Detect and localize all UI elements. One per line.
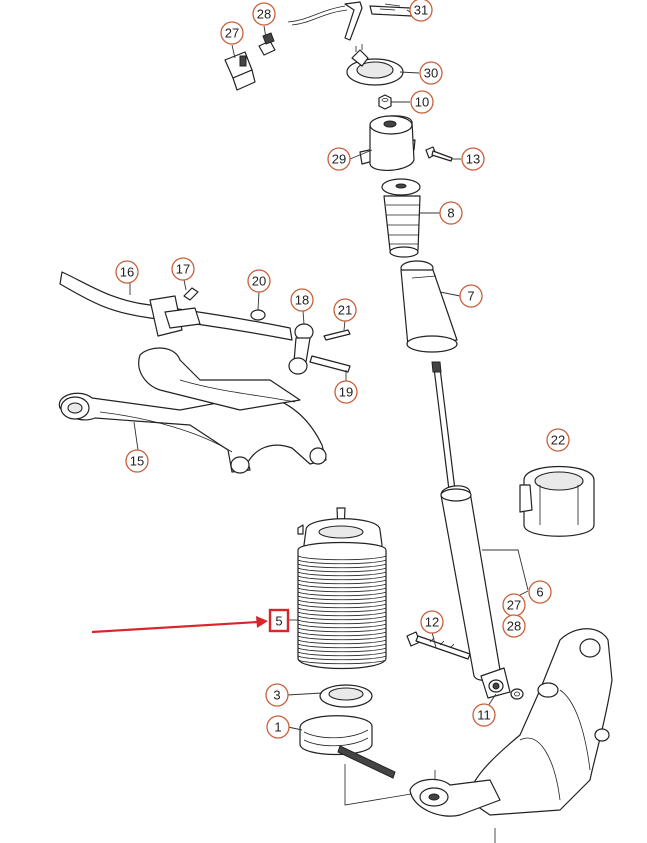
highlight-box bbox=[268, 608, 290, 633]
connector-part bbox=[224, 32, 276, 91]
callout-22: 22 bbox=[546, 428, 570, 452]
highlight-label: 5 bbox=[275, 614, 282, 629]
callout-15: 15 bbox=[125, 449, 149, 473]
callout-1: 1 bbox=[266, 715, 290, 739]
bushing-part bbox=[519, 466, 595, 537]
svg-text:22: 22 bbox=[551, 433, 565, 448]
wheel-carrier-part bbox=[409, 628, 613, 843]
svg-text:27: 27 bbox=[225, 26, 239, 41]
svg-text:29: 29 bbox=[332, 152, 346, 167]
svg-text:7: 7 bbox=[467, 289, 474, 304]
air-spring-part bbox=[297, 507, 387, 670]
svg-text:31: 31 bbox=[414, 3, 428, 18]
svg-text:13: 13 bbox=[466, 152, 480, 167]
svg-text:20: 20 bbox=[252, 274, 266, 289]
svg-text:21: 21 bbox=[338, 303, 352, 318]
svg-text:17: 17 bbox=[176, 262, 190, 277]
callout-3: 3 bbox=[265, 683, 289, 707]
svg-text:8: 8 bbox=[447, 206, 454, 221]
highlight-arrow-head bbox=[256, 616, 268, 628]
nut-part bbox=[378, 94, 392, 110]
callout-17: 17 bbox=[171, 257, 195, 281]
top-mount-cover-part bbox=[346, 44, 404, 86]
callout-31: 31 bbox=[409, 0, 433, 22]
callout-10: 10 bbox=[410, 90, 434, 114]
highlight-annotation: 5 bbox=[91, 608, 290, 634]
callout-28-lower: 28 bbox=[502, 614, 526, 638]
callout-13: 13 bbox=[461, 147, 485, 171]
callout-18: 18 bbox=[290, 288, 314, 312]
callout-27-top: 27 bbox=[220, 21, 244, 45]
svg-text:28: 28 bbox=[257, 7, 271, 22]
callout-21: 21 bbox=[333, 298, 357, 322]
svg-text:6: 6 bbox=[536, 585, 543, 600]
svg-text:3: 3 bbox=[273, 688, 280, 703]
svg-text:1: 1 bbox=[274, 720, 281, 735]
highlight-arrow-line bbox=[91, 620, 259, 634]
callout-12: 12 bbox=[420, 610, 444, 634]
svg-text:27: 27 bbox=[507, 598, 521, 613]
coupling-link-part bbox=[288, 323, 351, 375]
callout-30: 30 bbox=[419, 61, 443, 85]
bolt-part bbox=[406, 631, 471, 660]
callout-16: 16 bbox=[115, 260, 139, 284]
svg-text:11: 11 bbox=[477, 708, 491, 723]
callout-7: 7 bbox=[459, 284, 483, 308]
callout-19: 19 bbox=[334, 380, 358, 404]
callout-27-lower: 27 bbox=[502, 593, 526, 617]
svg-text:28: 28 bbox=[507, 619, 521, 634]
spring-seat-part bbox=[319, 684, 373, 708]
svg-text:16: 16 bbox=[120, 265, 134, 280]
control-arm-part bbox=[58, 347, 327, 474]
svg-text:19: 19 bbox=[339, 385, 353, 400]
callout-11: 11 bbox=[472, 703, 496, 727]
svg-text:12: 12 bbox=[425, 615, 439, 630]
strut-mount-part bbox=[359, 115, 453, 171]
anti-roll-bar-part bbox=[59, 271, 293, 341]
sensor-cable-part bbox=[287, 1, 413, 41]
callout-28-top: 28 bbox=[252, 2, 276, 26]
callout-8: 8 bbox=[439, 201, 463, 225]
washer-part bbox=[510, 688, 524, 700]
bump-stop-part bbox=[381, 178, 421, 258]
shock-absorber-part bbox=[431, 361, 529, 699]
dust-sleeve-part bbox=[400, 260, 458, 353]
svg-text:10: 10 bbox=[415, 95, 429, 110]
svg-text:18: 18 bbox=[295, 293, 309, 308]
callout-6: 6 bbox=[528, 580, 552, 604]
svg-text:30: 30 bbox=[424, 66, 438, 81]
svg-text:15: 15 bbox=[130, 454, 144, 469]
callout-20: 20 bbox=[247, 269, 271, 293]
callout-29: 29 bbox=[327, 147, 351, 171]
